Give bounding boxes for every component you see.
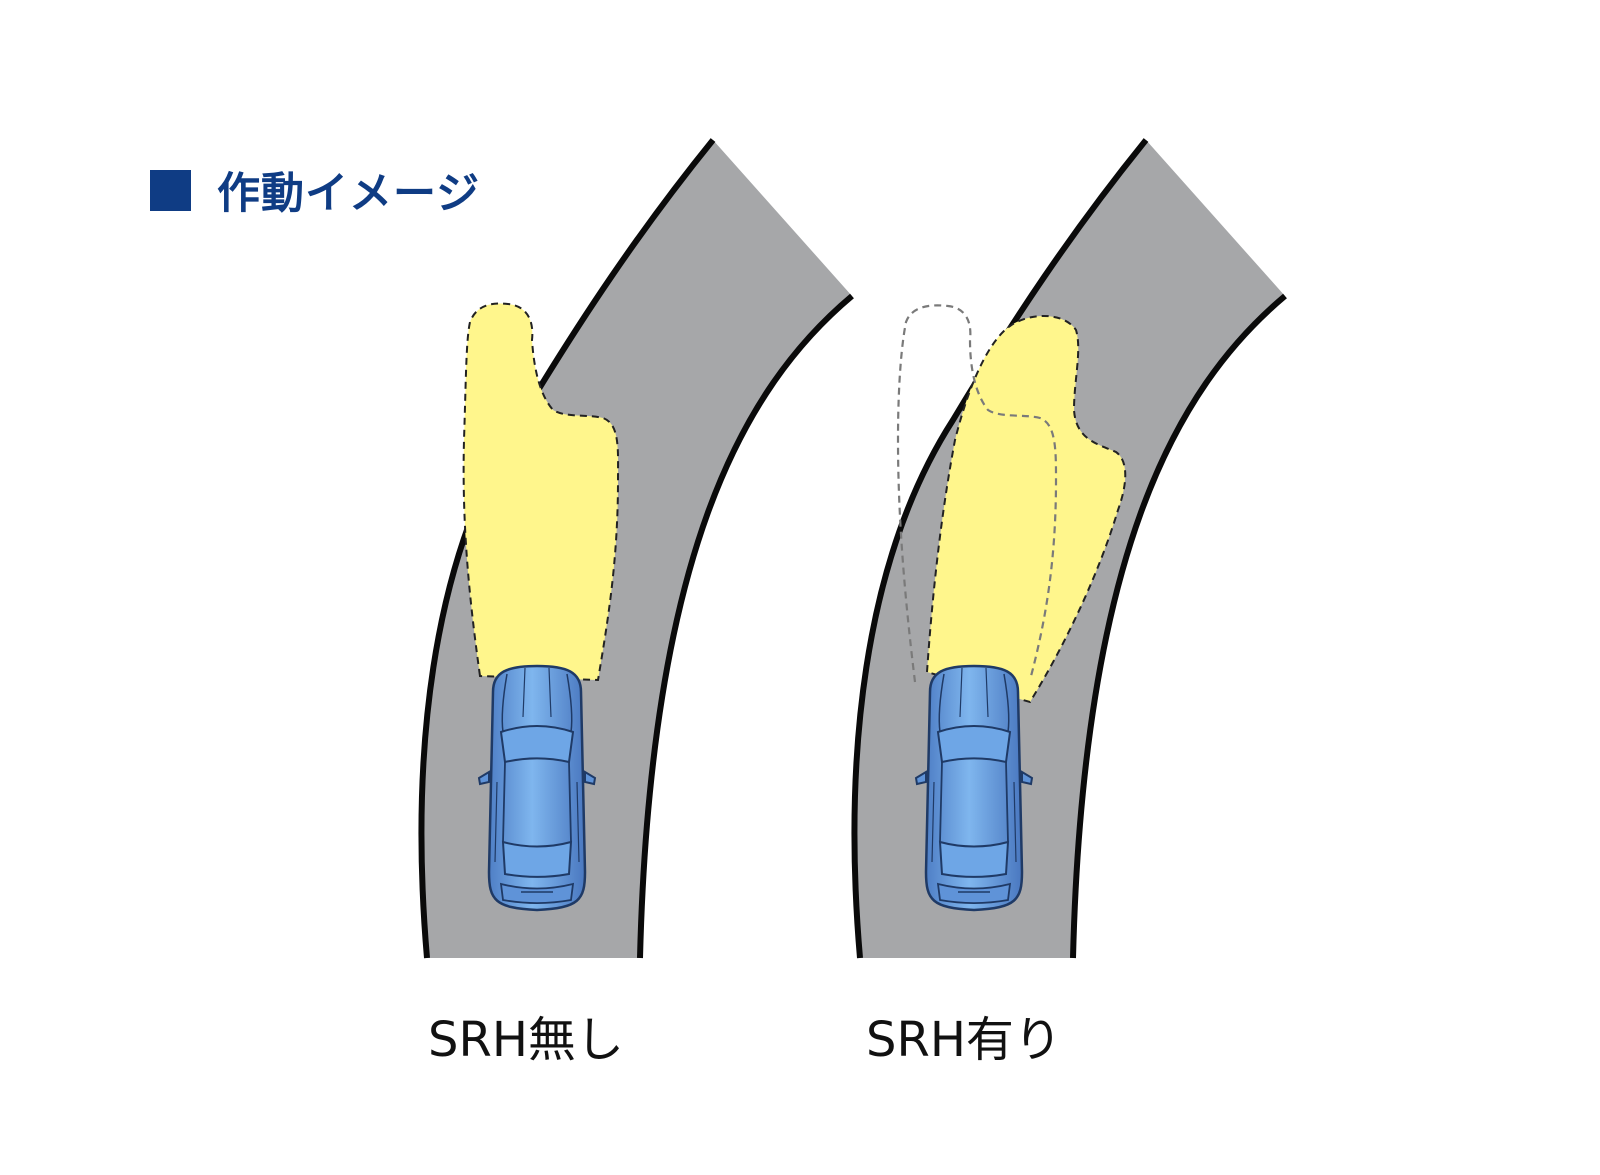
- section-heading: 作動イメージ: [150, 166, 480, 219]
- car-icon: [914, 664, 1034, 912]
- caption-with-srh: SRH有り: [866, 1012, 1062, 1068]
- road-inner-edge: [851, 138, 1149, 959]
- panel-with-srh: [851, 138, 1287, 959]
- caption-without-srh: SRH無し: [428, 1012, 624, 1068]
- car-icon: [477, 664, 597, 912]
- square-bullet-icon: [150, 169, 191, 211]
- swiveled-headlight-beam: [925, 314, 1127, 704]
- road-outer-edge: [637, 293, 854, 959]
- road-outer-edge: [1070, 293, 1287, 959]
- heading-text: 作動イメージ: [217, 169, 481, 219]
- panel-without-srh: [418, 138, 854, 959]
- headlight-beam: [462, 302, 620, 682]
- original-beam-outline: [896, 304, 1058, 683]
